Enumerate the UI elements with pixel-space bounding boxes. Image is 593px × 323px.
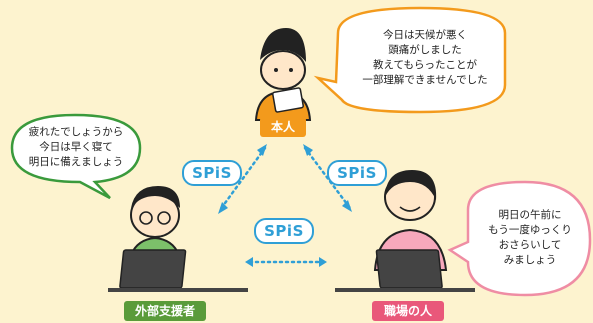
person-workplace-illustration <box>335 170 475 292</box>
person-self-illustration <box>254 28 312 121</box>
spis-badge-left: SPiS <box>182 160 242 186</box>
label-workplace: 職場の人 <box>372 301 444 321</box>
label-support: 外部支援者 <box>124 301 206 321</box>
speech-bubble-self <box>313 6 507 114</box>
spis-badge-bottom: SPiS <box>254 218 314 244</box>
bubble-text-self: 今日は天候が悪く 頭痛がしました 教えてもらったことが 一部理解できませんでした <box>362 29 488 86</box>
connector-self-support <box>218 146 267 212</box>
label-self: 本人 <box>260 117 306 137</box>
spis-badge-right: SPiS <box>327 160 387 186</box>
connector-arrowheads <box>218 144 352 267</box>
speech-bubble-workplace <box>447 180 592 297</box>
person-support-illustration <box>108 186 248 292</box>
bubble-text-workplace: 明日の午前に もう一度ゆっくり おさらいして みましょう <box>488 209 572 266</box>
speech-bubble-support <box>10 113 142 200</box>
bubble-text-support: 疲れたでしょうから 今日は早く寝て 明日に備えましょう <box>28 126 124 168</box>
